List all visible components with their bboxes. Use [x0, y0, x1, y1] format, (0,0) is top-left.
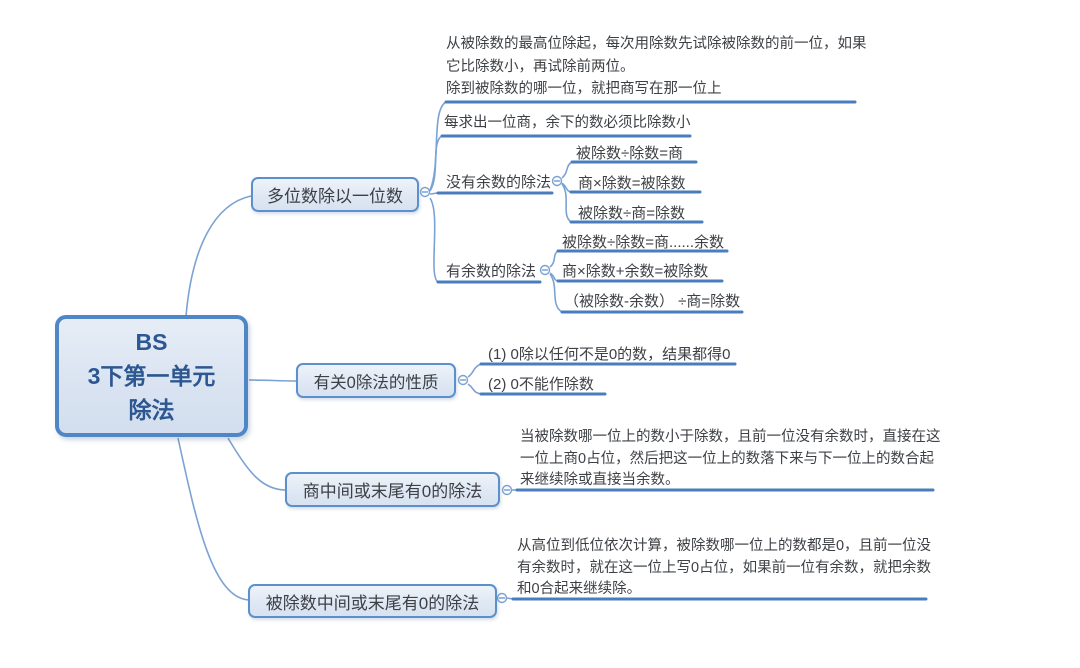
connector-curve: [467, 383, 482, 395]
formula-item[interactable]: 被除数÷除数=商: [576, 145, 683, 162]
subnode-with-remainder[interactable]: 有余数的除法: [446, 263, 537, 280]
formula-item[interactable]: 被除数÷除数=商......余数: [562, 234, 724, 251]
zero-property-item[interactable]: (2) 0不能作除数: [488, 376, 594, 393]
connector-curve: [561, 183, 572, 223]
collapse-toggle[interactable]: [457, 374, 469, 386]
root-node-line: 3下第一单元: [87, 363, 216, 389]
connector-curve: [561, 161, 573, 179]
collapse-toggle[interactable]: [551, 175, 563, 187]
connector-curve: [429, 135, 443, 192]
collapse-toggle[interactable]: [539, 264, 551, 276]
connector-curve: [467, 363, 482, 378]
note-text: 从被除数的最高位除起，每次用除数先试除被除数的前一位，如果它比除数小，再试除前两…: [446, 36, 867, 75]
collapse-toggle[interactable]: [501, 484, 513, 496]
connector-curve: [227, 437, 287, 491]
collapse-toggle[interactable]: [496, 592, 508, 604]
formula-item[interactable]: （被除数-余数） ÷商=除数: [564, 293, 741, 310]
note-quotient-zero-rule[interactable]: 当被除数哪一位上的数小于除数，且前一位没有余数时，直接在这一位上商0占位，然后把…: [520, 429, 941, 488]
connector-curve: [429, 101, 447, 191]
subnode-no-remainder[interactable]: 没有余数的除法: [446, 174, 552, 191]
formula-item[interactable]: 商×除数+余数=被除数: [562, 263, 709, 280]
connector-curve: [248, 379, 298, 382]
connector-curve: [177, 437, 250, 601]
note-dividend-zero-rule[interactable]: 从高位到低位依次计算，被除数哪一位上的数都是0，且前一位没有余数时，就在这一位上…: [517, 538, 932, 597]
note-division-steps[interactable]: 从被除数的最高位除起，每次用除数先试除被除数的前一位，如果它比除数小，再试除前两…: [446, 33, 871, 101]
branch-node-quotient-with-zero[interactable]: 商中间或末尾有0的除法: [285, 472, 500, 507]
connector-curve: [185, 195, 252, 317]
note-text: 除到被除数的哪一位，就把商写在那一位上: [446, 81, 722, 97]
collapse-toggle[interactable]: [419, 186, 431, 198]
root-node-line: BS: [135, 329, 168, 355]
note-remainder-rule[interactable]: 每求出一位商，余下的数必须比除数小: [444, 115, 691, 131]
branch-node-label: 被除数中间或末尾有0的除法: [265, 593, 480, 613]
branch-node-multidigit-division[interactable]: 多位数除以一位数: [251, 177, 419, 212]
branch-node-zero-division-properties[interactable]: 有关0除法的性质: [296, 363, 456, 398]
branch-node-label: 多位数除以一位数: [267, 187, 403, 206]
branch-node-label: 商中间或末尾有0的除法: [302, 482, 483, 501]
connector-curve: [549, 250, 559, 268]
root-node-line: 除法: [128, 397, 175, 423]
root-node[interactable]: BS 3下第一单元 除法: [55, 315, 248, 437]
formula-item[interactable]: 被除数÷商=除数: [578, 205, 685, 222]
branch-node-label: 有关0除法的性质: [313, 373, 439, 392]
branch-node-dividend-with-zero[interactable]: 被除数中间或末尾有0的除法: [248, 584, 497, 618]
formula-item[interactable]: 商×除数=被除数: [578, 175, 686, 192]
connector-curve: [549, 273, 563, 313]
connector-curve: [429, 197, 439, 283]
zero-property-item[interactable]: (1) 0除以任何不是0的数，结果都得0: [488, 346, 731, 363]
